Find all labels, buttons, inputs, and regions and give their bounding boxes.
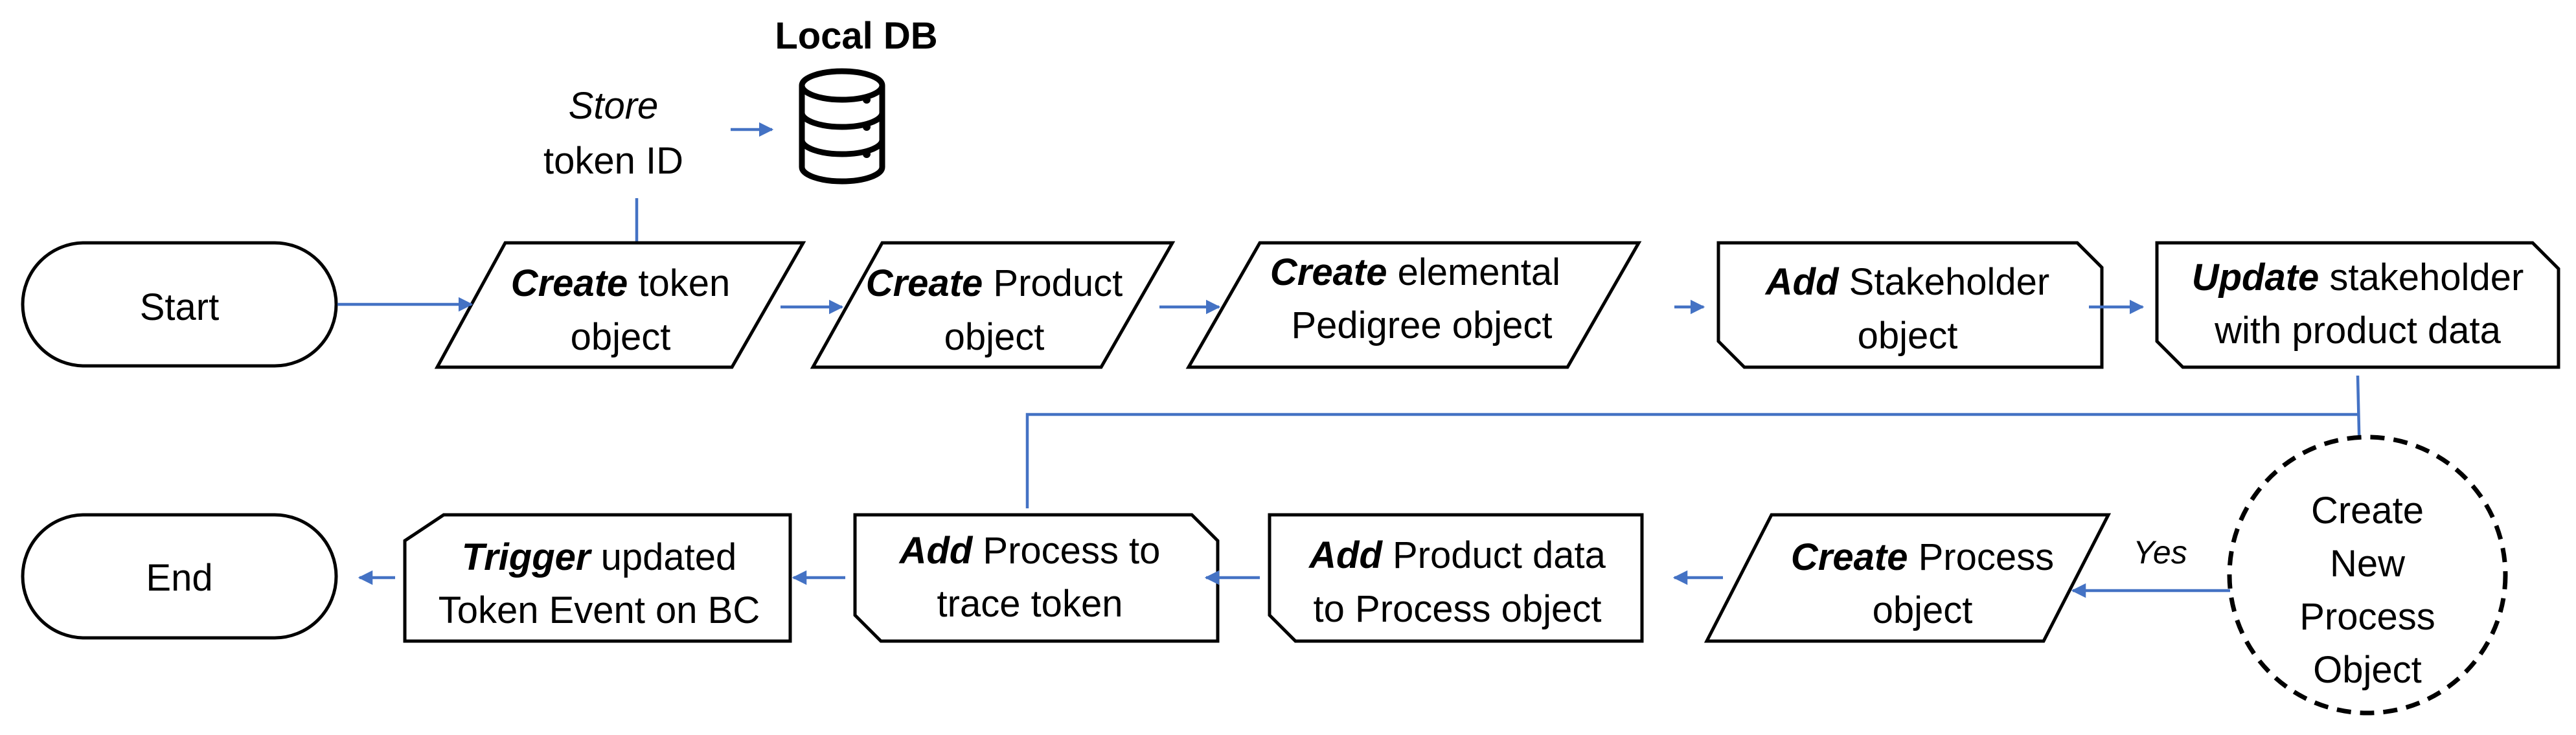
svg-text:Start: Start <box>140 286 220 328</box>
svg-text:Create Process: Create Process <box>1791 536 2054 578</box>
db-title: Local DB <box>775 15 937 57</box>
add-process-node: Add Process to trace token <box>853 513 1220 643</box>
svg-text:object: object <box>1873 589 1973 631</box>
update-stakeholder-node: Update stakeholder with product data <box>2155 241 2560 369</box>
svg-text:End: End <box>146 557 212 599</box>
svg-text:object: object <box>1858 315 1958 357</box>
svg-text:New: New <box>2330 543 2406 585</box>
create-process-node: Create Process object <box>1704 513 2112 643</box>
svg-text:to Process object: to Process object <box>1314 588 1602 630</box>
svg-text:Add Process to: Add Process to <box>898 530 1161 572</box>
svg-text:object: object <box>944 316 1045 358</box>
svg-text:Update stakeholder: Update stakeholder <box>2192 256 2524 299</box>
svg-text:trace token: trace token <box>937 583 1123 625</box>
create-pedigree-node: Create elemental Pedigree object <box>1185 241 1642 369</box>
svg-text:Create token: Create token <box>511 262 731 304</box>
svg-text:Process: Process <box>2299 596 2435 638</box>
end-node: End <box>21 513 338 640</box>
store-note-line1: Store <box>569 85 659 127</box>
svg-text:Create elemental: Create elemental <box>1270 251 1560 293</box>
svg-text:Pedigree object: Pedigree object <box>1291 304 1552 346</box>
store-note-line2: token ID <box>543 140 683 182</box>
start-node: Start <box>21 241 338 368</box>
svg-text:Add Product data: Add Product data <box>1308 534 1606 576</box>
add-product-data-node: Add Product data to Process object <box>1268 513 1644 643</box>
svg-text:Trigger updated: Trigger updated <box>462 536 737 578</box>
svg-text:Object: Object <box>2313 649 2422 691</box>
svg-text:Token Event on BC: Token Event on BC <box>439 589 760 631</box>
svg-text:with product data: with product data <box>2214 310 2501 352</box>
add-stakeholder-node: Add Stakeholder object <box>1716 241 2104 369</box>
trigger-event-node: Trigger updated Token Event on BC <box>403 513 792 643</box>
svg-text:object: object <box>571 316 671 358</box>
loop-back-line <box>1025 413 2358 508</box>
yes-label: Yes <box>2133 534 2187 571</box>
svg-text:Add Stakeholder: Add Stakeholder <box>1764 261 2049 303</box>
create-new-process-node: Create New Process Object <box>2227 435 2508 716</box>
database-icon <box>799 68 885 185</box>
svg-text:Create Product: Create Product <box>866 262 1123 304</box>
create-token-node: Create token object <box>434 241 806 369</box>
svg-text:Create: Create <box>2311 490 2424 532</box>
create-product-node: Create Product object <box>810 241 1176 369</box>
